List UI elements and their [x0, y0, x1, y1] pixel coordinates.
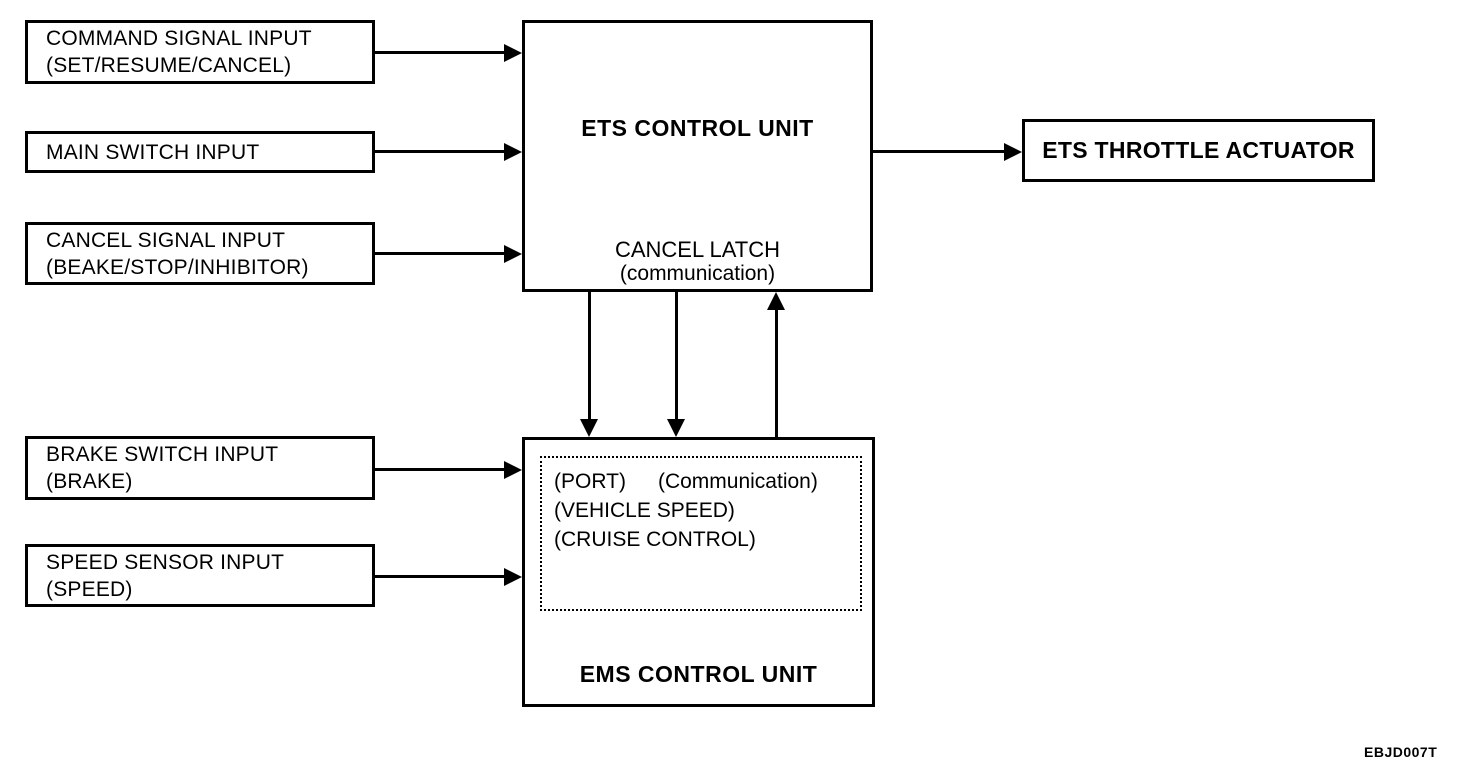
arrow-line — [375, 575, 506, 578]
ems-port-row: (PORT) (Communication) — [554, 467, 860, 496]
cancel-latch-label: CANCEL LATCH (communication) — [525, 238, 870, 286]
box-ems-control-unit: (PORT) (Communication) (VEHICLE SPEED) (C… — [522, 437, 875, 707]
ems-ports-dotted-region: (PORT) (Communication) (VEHICLE SPEED) (C… — [540, 456, 862, 611]
arrow-line — [873, 150, 1006, 153]
ems-port-label: (PORT) — [554, 470, 626, 493]
ems-cruise-control-label: (CRUISE CONTROL) — [554, 528, 756, 551]
arrow-line — [375, 51, 506, 54]
arrow-line — [775, 309, 778, 437]
arrow-line — [375, 468, 506, 471]
ems-vehicle-speed-label: (VEHICLE SPEED) — [554, 499, 735, 522]
box-label-line: COMMAND SIGNAL INPUT — [46, 27, 312, 50]
cancel-latch-line2: (communication) — [619, 262, 776, 285]
figure-code: EBJD007T — [1364, 744, 1438, 760]
box-main-switch-input: MAIN SWITCH INPUT — [25, 131, 375, 173]
box-ets-throttle-actuator: ETS THROTTLE ACTUATOR — [1022, 119, 1375, 182]
arrow-head-right-icon — [504, 44, 522, 62]
arrow-head-right-icon — [504, 568, 522, 586]
arrow-line — [588, 292, 591, 420]
box-label-line: (SPEED) — [46, 577, 133, 601]
arrow-head-up-icon — [767, 292, 785, 310]
cancel-latch-line1: CANCEL LATCH — [614, 237, 781, 262]
arrow-head-right-icon — [1004, 143, 1022, 161]
box-label-line: (SET/RESUME/CANCEL) — [46, 54, 292, 77]
arrow-head-right-icon — [504, 143, 522, 161]
box-cancel-signal-input: CANCEL SIGNAL INPUT (BEAKE/STOP/INHIBITO… — [25, 222, 375, 285]
box-speed-sensor-input: SPEED SENSOR INPUT (SPEED) — [25, 544, 375, 607]
box-label-line: MAIN SWITCH INPUT — [46, 140, 260, 164]
box-label-line: CANCEL SIGNAL INPUT — [46, 228, 286, 252]
arrow-head-right-icon — [504, 461, 522, 479]
arrow-head-down-icon — [667, 419, 685, 437]
box-label-line: (BEAKE/STOP/INHIBITOR) — [46, 255, 309, 279]
arrow-head-right-icon — [504, 245, 522, 263]
ets-throttle-actuator-title: ETS THROTTLE ACTUATOR — [1042, 137, 1355, 163]
box-label-line: SPEED SENSOR INPUT — [46, 550, 285, 574]
ems-communication-label: (Communication) — [657, 470, 818, 493]
arrow-head-down-icon — [580, 419, 598, 437]
arrow-line — [675, 292, 678, 420]
ets-control-unit-title: ETS CONTROL UNIT — [581, 115, 814, 141]
box-brake-switch-input: BRAKE SWITCH INPUT (BRAKE) — [25, 436, 375, 500]
arrow-line — [375, 252, 506, 255]
box-label-line: (BRAKE) — [46, 470, 133, 493]
box-command-signal-input: COMMAND SIGNAL INPUT (SET/RESUME/CANCEL) — [25, 20, 375, 84]
box-ets-control-unit: ETS CONTROL UNIT CANCEL LATCH (communica… — [522, 20, 873, 292]
box-label-line: BRAKE SWITCH INPUT — [46, 443, 279, 466]
ems-control-unit-title: EMS CONTROL UNIT — [579, 661, 818, 687]
arrow-line — [375, 150, 506, 153]
